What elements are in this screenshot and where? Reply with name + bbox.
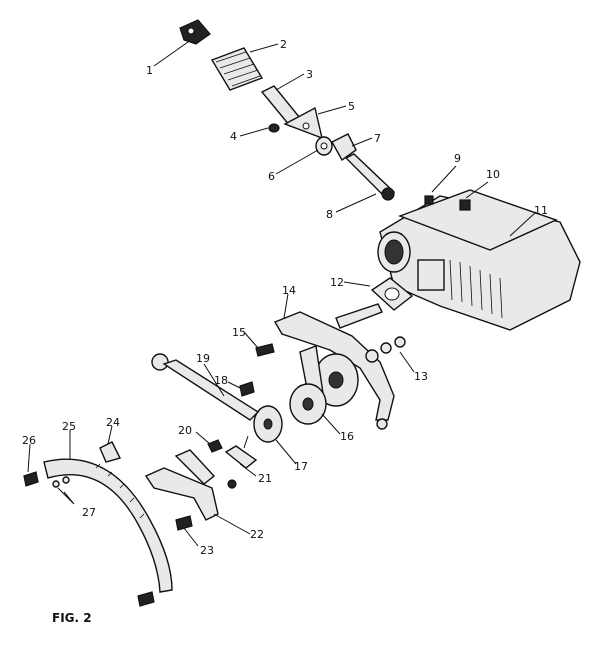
callout-labels: 1 2 3 4 5 6 7 8 9 10 11 12 13 14 15 16 1… — [22, 38, 548, 557]
part-27-washers — [52, 476, 70, 488]
part-11-housing — [377, 189, 581, 331]
callout-2: 2 — [280, 38, 287, 51]
callout-21: 21 — [258, 472, 272, 485]
callout-19: 19 — [196, 352, 210, 365]
part-19-handle-lever — [151, 353, 260, 421]
callout-1: 1 — [146, 64, 153, 77]
part-9-bolt — [424, 195, 434, 205]
callout-18: 18 — [214, 374, 228, 387]
callout-7: 7 — [374, 132, 381, 145]
part-20-clip — [207, 439, 223, 453]
callout-9: 9 — [454, 152, 461, 165]
part-7-plate — [331, 133, 357, 162]
part-4-pin — [268, 123, 280, 133]
callout-23: 23 — [200, 544, 214, 557]
callout-22: 22 — [250, 528, 264, 541]
callout-16: 16 — [340, 430, 354, 443]
part-25-quadrant — [43, 458, 173, 593]
leader-lines — [27, 41, 537, 547]
part-23-screw — [175, 515, 193, 531]
callout-17: 17 — [294, 460, 308, 473]
part-16-roller — [289, 383, 327, 425]
part-22-linkage — [144, 449, 237, 521]
part-14-lever-arm — [273, 303, 395, 430]
part-2-spring — [210, 47, 264, 91]
part-21-shaft — [224, 435, 258, 469]
part-24-clip — [99, 441, 122, 463]
callout-24: 24 — [106, 416, 120, 429]
loose-screw — [137, 591, 155, 607]
callout-12: 12 — [330, 276, 344, 289]
callout-10: 10 — [486, 168, 500, 181]
callout-26: 26 — [22, 434, 36, 447]
callout-14: 14 — [282, 284, 296, 297]
callout-4: 4 — [230, 130, 237, 143]
callout-8: 8 — [326, 208, 333, 221]
callout-5: 5 — [348, 100, 355, 113]
part-12-gasket — [370, 277, 414, 311]
callout-27: 27 — [82, 506, 96, 519]
figure-caption: FIG. 2 — [52, 611, 92, 625]
part-13-nuts — [365, 336, 406, 363]
callout-6: 6 — [268, 170, 275, 183]
callout-13: 13 — [414, 370, 428, 383]
callout-20: 20 — [178, 424, 192, 437]
callout-3: 3 — [306, 68, 313, 81]
part-6-washer — [315, 136, 333, 156]
part-10-plug — [459, 199, 471, 211]
part-26-screw — [23, 471, 39, 487]
part-15-bolt — [255, 343, 275, 357]
part-18-screw — [239, 381, 255, 397]
callout-25: 25 — [62, 420, 76, 433]
part-5-bracket — [283, 106, 323, 140]
callout-11: 11 — [534, 204, 548, 217]
part-17-disc — [253, 405, 283, 443]
callout-15: 15 — [232, 326, 246, 339]
part-1-clevis — [179, 19, 211, 45]
part-8-rod — [344, 153, 396, 201]
